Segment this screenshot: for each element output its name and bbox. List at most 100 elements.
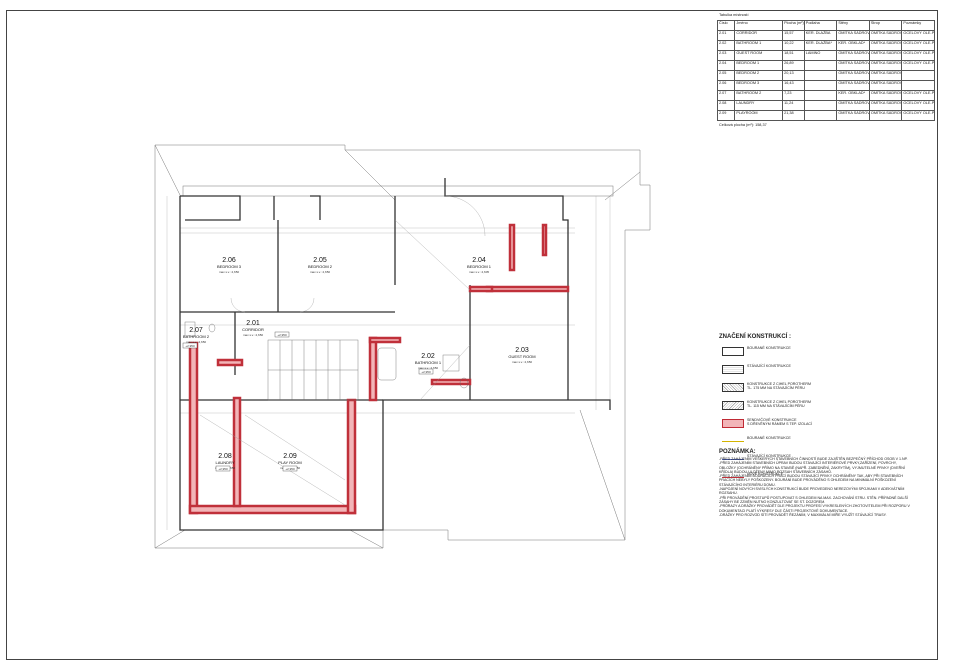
room-table-title: Tabulka místností	[719, 13, 749, 17]
level-tag: +2,950	[421, 370, 431, 374]
new-construction	[188, 223, 570, 515]
note-line: -PRŮRAZY A DRÁŽKY PROVÁDĚT DLE PROJEKTU …	[719, 504, 910, 509]
room-number: 2.08	[218, 453, 232, 460]
note-line: KŘÍDLA) BUDOU ULOŽENY MIMO ROZSAH STAVEB…	[719, 469, 832, 474]
legend-item: BOURANÉ KONSTRUKCE	[719, 346, 929, 358]
level-tag: +2,950	[285, 467, 295, 471]
room-number: 2.03	[515, 347, 529, 354]
legend-hatch-swatch	[722, 401, 744, 410]
legend-label: SENDVIČOVÉ KONSTRUKCE S DŘEVĚNÝM RÁMEM S…	[747, 418, 812, 427]
room-height: max s.v.: 2,650	[418, 366, 438, 370]
note-line: -NAPOJENÍ NOVÝCH SVISLÝCH KONSTRUKCÍ BUD…	[719, 487, 905, 492]
room-number: 2.01	[246, 320, 260, 327]
legend-title: ZNAČENÍ KONSTRUKCÍ :	[719, 334, 791, 340]
legend-label: STÁVAJÍCÍ KONSTRUKCE	[747, 454, 791, 458]
room-number: 2.06	[222, 257, 236, 264]
level-tags: +2,950 +2,950 +2,950 +2,950 +2,950	[182, 331, 434, 472]
note-line: -PŘI PROVÁDĚNÍ PROSTUPŮ POSTUPOVAT S OHL…	[719, 495, 908, 500]
legend-label: KONSTRUKCE Z CIHEL POROTHERM TL. 115 MM …	[747, 400, 811, 409]
note-line: -PŘED ZAHÁJENÍM STAVEBNÍCH ÚPRAV BUDOU S…	[719, 461, 897, 466]
level-tag: +2,950	[185, 344, 195, 348]
note-line: ZÁSAHY BE ZZMĚN NUTNO KONZULTOVAT SE ST.…	[719, 499, 826, 504]
room-name: BEDROOM 3	[217, 264, 242, 269]
room-height: max s.v.: 2,650	[186, 340, 206, 344]
legend-item: NOVÉ KONSTRUKCE	[719, 472, 929, 484]
room-height: max s.v.: 2,650	[219, 270, 239, 274]
level-tag: +2,950	[277, 333, 287, 337]
room-number: 2.04	[472, 257, 486, 264]
room-name: BEDROOM 1	[467, 264, 492, 269]
legend-label: KONSTRUKCE Z CIHEL POROTHERM TL. 175 MM …	[747, 382, 811, 391]
level-tag: +2,950	[218, 467, 228, 471]
note-line: -PŘED ZAHÁJENÍM VEŠKERÝCH STAVEBNÍCH ČIN…	[719, 457, 908, 461]
legend-label: BOURANÉ KONSTRUKCE	[747, 346, 791, 350]
room-name: BATHROOM 2	[183, 334, 210, 339]
room-name: GUEST ROOM	[508, 354, 535, 359]
note-line: OBLOŽKY (OCHRÁNĚNY PŘÍMO NA STAVBĚ (NAPŘ…	[719, 465, 905, 470]
room-name: LAUNDRY	[215, 460, 234, 465]
legend-item: BOURANÉ KONSTRUKCE	[719, 436, 929, 448]
room-name: BATHROOM 1	[415, 360, 442, 365]
room-height: max s.v.: 2,605	[469, 270, 489, 274]
room-height: max s.v.: 2,650	[512, 360, 532, 364]
legend-line-swatch	[722, 477, 744, 478]
level-tag-box	[215, 465, 231, 472]
room-name: PLAY ROOM	[278, 460, 301, 465]
legend-item: KONSTRUKCE Z CIHEL POROTHERM TL. 115 MM …	[719, 400, 929, 412]
legend-line-swatch	[722, 459, 744, 460]
room-height: max s.v.: 2,650	[243, 333, 263, 337]
legend-label: NOVÉ KONSTRUKCE	[747, 472, 784, 476]
legend-item: STÁVAJÍCÍ KONSTRUKCE	[719, 364, 929, 376]
notes-title: POZNÁMKA:	[719, 449, 756, 455]
room-height: max s.v.: 2,650	[310, 270, 330, 274]
bathroom-fixtures	[184, 321, 469, 389]
legend-item: STÁVAJÍCÍ KONSTRUKCE	[719, 454, 929, 466]
construction-legend: ZNAČENÍ KONSTRUKCÍ : BOURANÉ KONSTRUKCE S…	[719, 334, 929, 490]
level-tag-box	[274, 331, 290, 338]
note-line: PRACÍCH NEBYLY POŠKOZENY. BOURÁNÍ BUDE P…	[719, 478, 896, 483]
level-tag-box	[418, 368, 434, 375]
room-name: BEDROOM 2	[308, 264, 333, 269]
note-line: -DRÁŽKY PRO ROZVOD SÍTÍ PROVÁDĚT ŘEZÁNÍM…	[719, 512, 887, 517]
staircase	[267, 339, 359, 401]
legend-item: KONSTRUKCE Z CIHEL POROTHERM TL. 175 MM …	[719, 382, 929, 394]
note-line: DOKUMENTACI PLATÍ VÝKRESY DLE ČÁSTI PROJ…	[719, 508, 849, 513]
level-tag-box	[182, 342, 198, 349]
level-tag-box	[282, 465, 298, 472]
room-name: CORRIDOR	[242, 327, 264, 332]
legend-hatch-swatch	[722, 383, 744, 392]
room-number: 2.09	[283, 453, 297, 460]
roof-outline	[154, 144, 651, 549]
note-line: -PŘED ZAHÁJENÍM BOURACÍCH PRACÍ BUDOU ST…	[719, 474, 903, 479]
legend-hatch-swatch	[722, 365, 744, 374]
legend-hatch-swatch	[722, 347, 744, 356]
room-table-total: Celková plocha (m²): 158,37	[719, 122, 767, 127]
note-line: STÁVAJÍCÍHO INTERIÉRU DOMU.	[719, 482, 776, 487]
room-table-cell: 2.09	[716, 109, 736, 121]
room-number: 2.07	[189, 327, 203, 334]
room-number: 2.02	[421, 353, 435, 360]
legend-hatch-swatch	[722, 419, 744, 428]
room-table-cell: PLAYROOM	[734, 109, 784, 121]
legend-label: STÁVAJÍCÍ KONSTRUKCE	[747, 364, 791, 368]
drawing-sheet-frame	[6, 10, 938, 660]
door-swings	[199, 195, 486, 506]
note-line: ROZSAHU.	[719, 491, 738, 496]
legend-item: SENDVIČOVÉ KONSTRUKCE S DŘEVĚNÝM RÁMEM S…	[719, 418, 929, 430]
legend-label: BOURANÉ KONSTRUKCE	[747, 436, 791, 440]
notes-panel: POZNÁMKA: -PŘED ZAHÁJENÍM VEŠKERÝCH STAV…	[719, 449, 933, 517]
room-number: 2.05	[313, 257, 327, 264]
room-table-cell: OCELOVÝ OLE-POVLOČKA NOVÉ ROVNOŘÍ	[901, 109, 935, 121]
